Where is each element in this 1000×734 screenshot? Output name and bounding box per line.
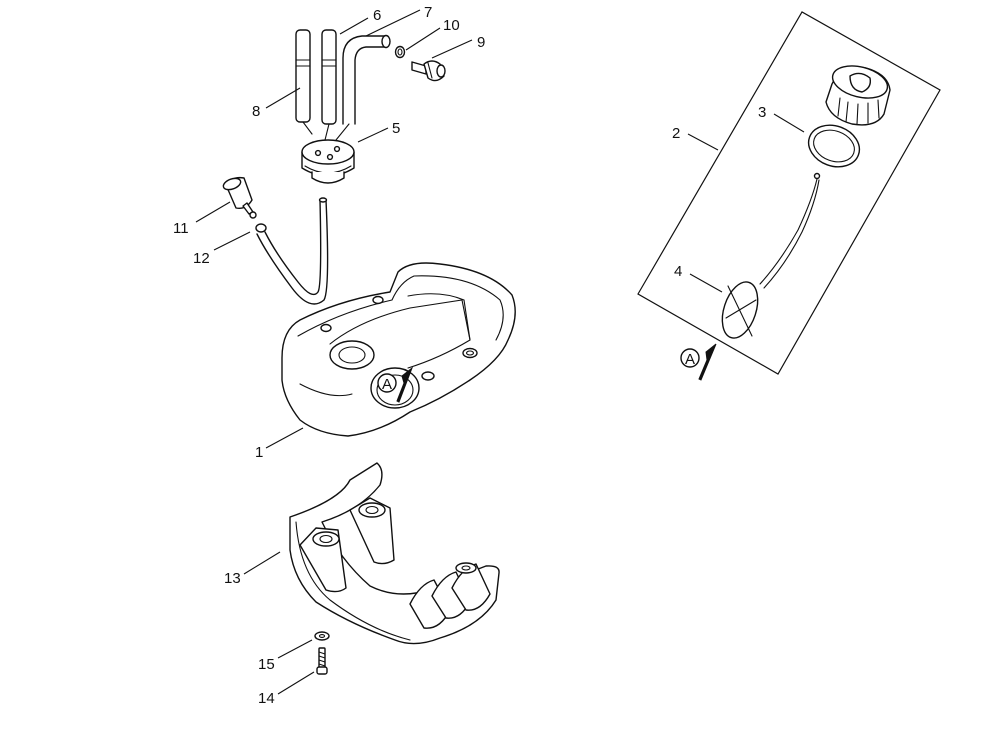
grommet [301, 139, 355, 184]
tank-cap-kit-frame [637, 11, 941, 375]
fuel-pipe-left [295, 29, 311, 123]
strainer [721, 172, 821, 339]
callout-9: 9 [477, 34, 485, 51]
callout-7: 7 [424, 4, 432, 21]
leader-lines [195, 9, 805, 695]
screw [316, 647, 328, 675]
o-ring-small [394, 45, 406, 59]
fuel-filter [222, 176, 257, 219]
callout-2: 2 [672, 125, 680, 142]
callout-10: 10 [443, 17, 460, 34]
callout-3: 3 [758, 104, 766, 121]
callout-13: 13 [224, 570, 241, 587]
fuel-pipe-bent [342, 34, 391, 125]
callout-8: 8 [252, 103, 260, 120]
washer [314, 631, 330, 641]
suction-hose [256, 197, 329, 305]
return-valve [411, 60, 446, 82]
callout-12: 12 [193, 250, 210, 267]
callout-4: 4 [674, 263, 682, 280]
cap-gasket [807, 124, 861, 168]
kit-marker: A [680, 343, 717, 381]
fuel-pipe-middle [321, 29, 337, 125]
fuel-tank [281, 262, 516, 437]
svg-text:A: A [685, 351, 695, 368]
pipe-leaders [302, 121, 350, 141]
svg-text:A: A [382, 376, 392, 393]
clamp-ring [255, 223, 267, 233]
callout-5: 5 [392, 120, 400, 137]
tank-guard [289, 462, 500, 645]
callout-11: 11 [173, 220, 189, 237]
tank-cap [825, 65, 891, 126]
tank-marker: A [377, 366, 414, 403]
callout-14: 14 [258, 690, 275, 707]
callout-1: 1 [255, 444, 263, 461]
callout-6: 6 [373, 7, 381, 24]
callout-15: 15 [258, 656, 275, 673]
